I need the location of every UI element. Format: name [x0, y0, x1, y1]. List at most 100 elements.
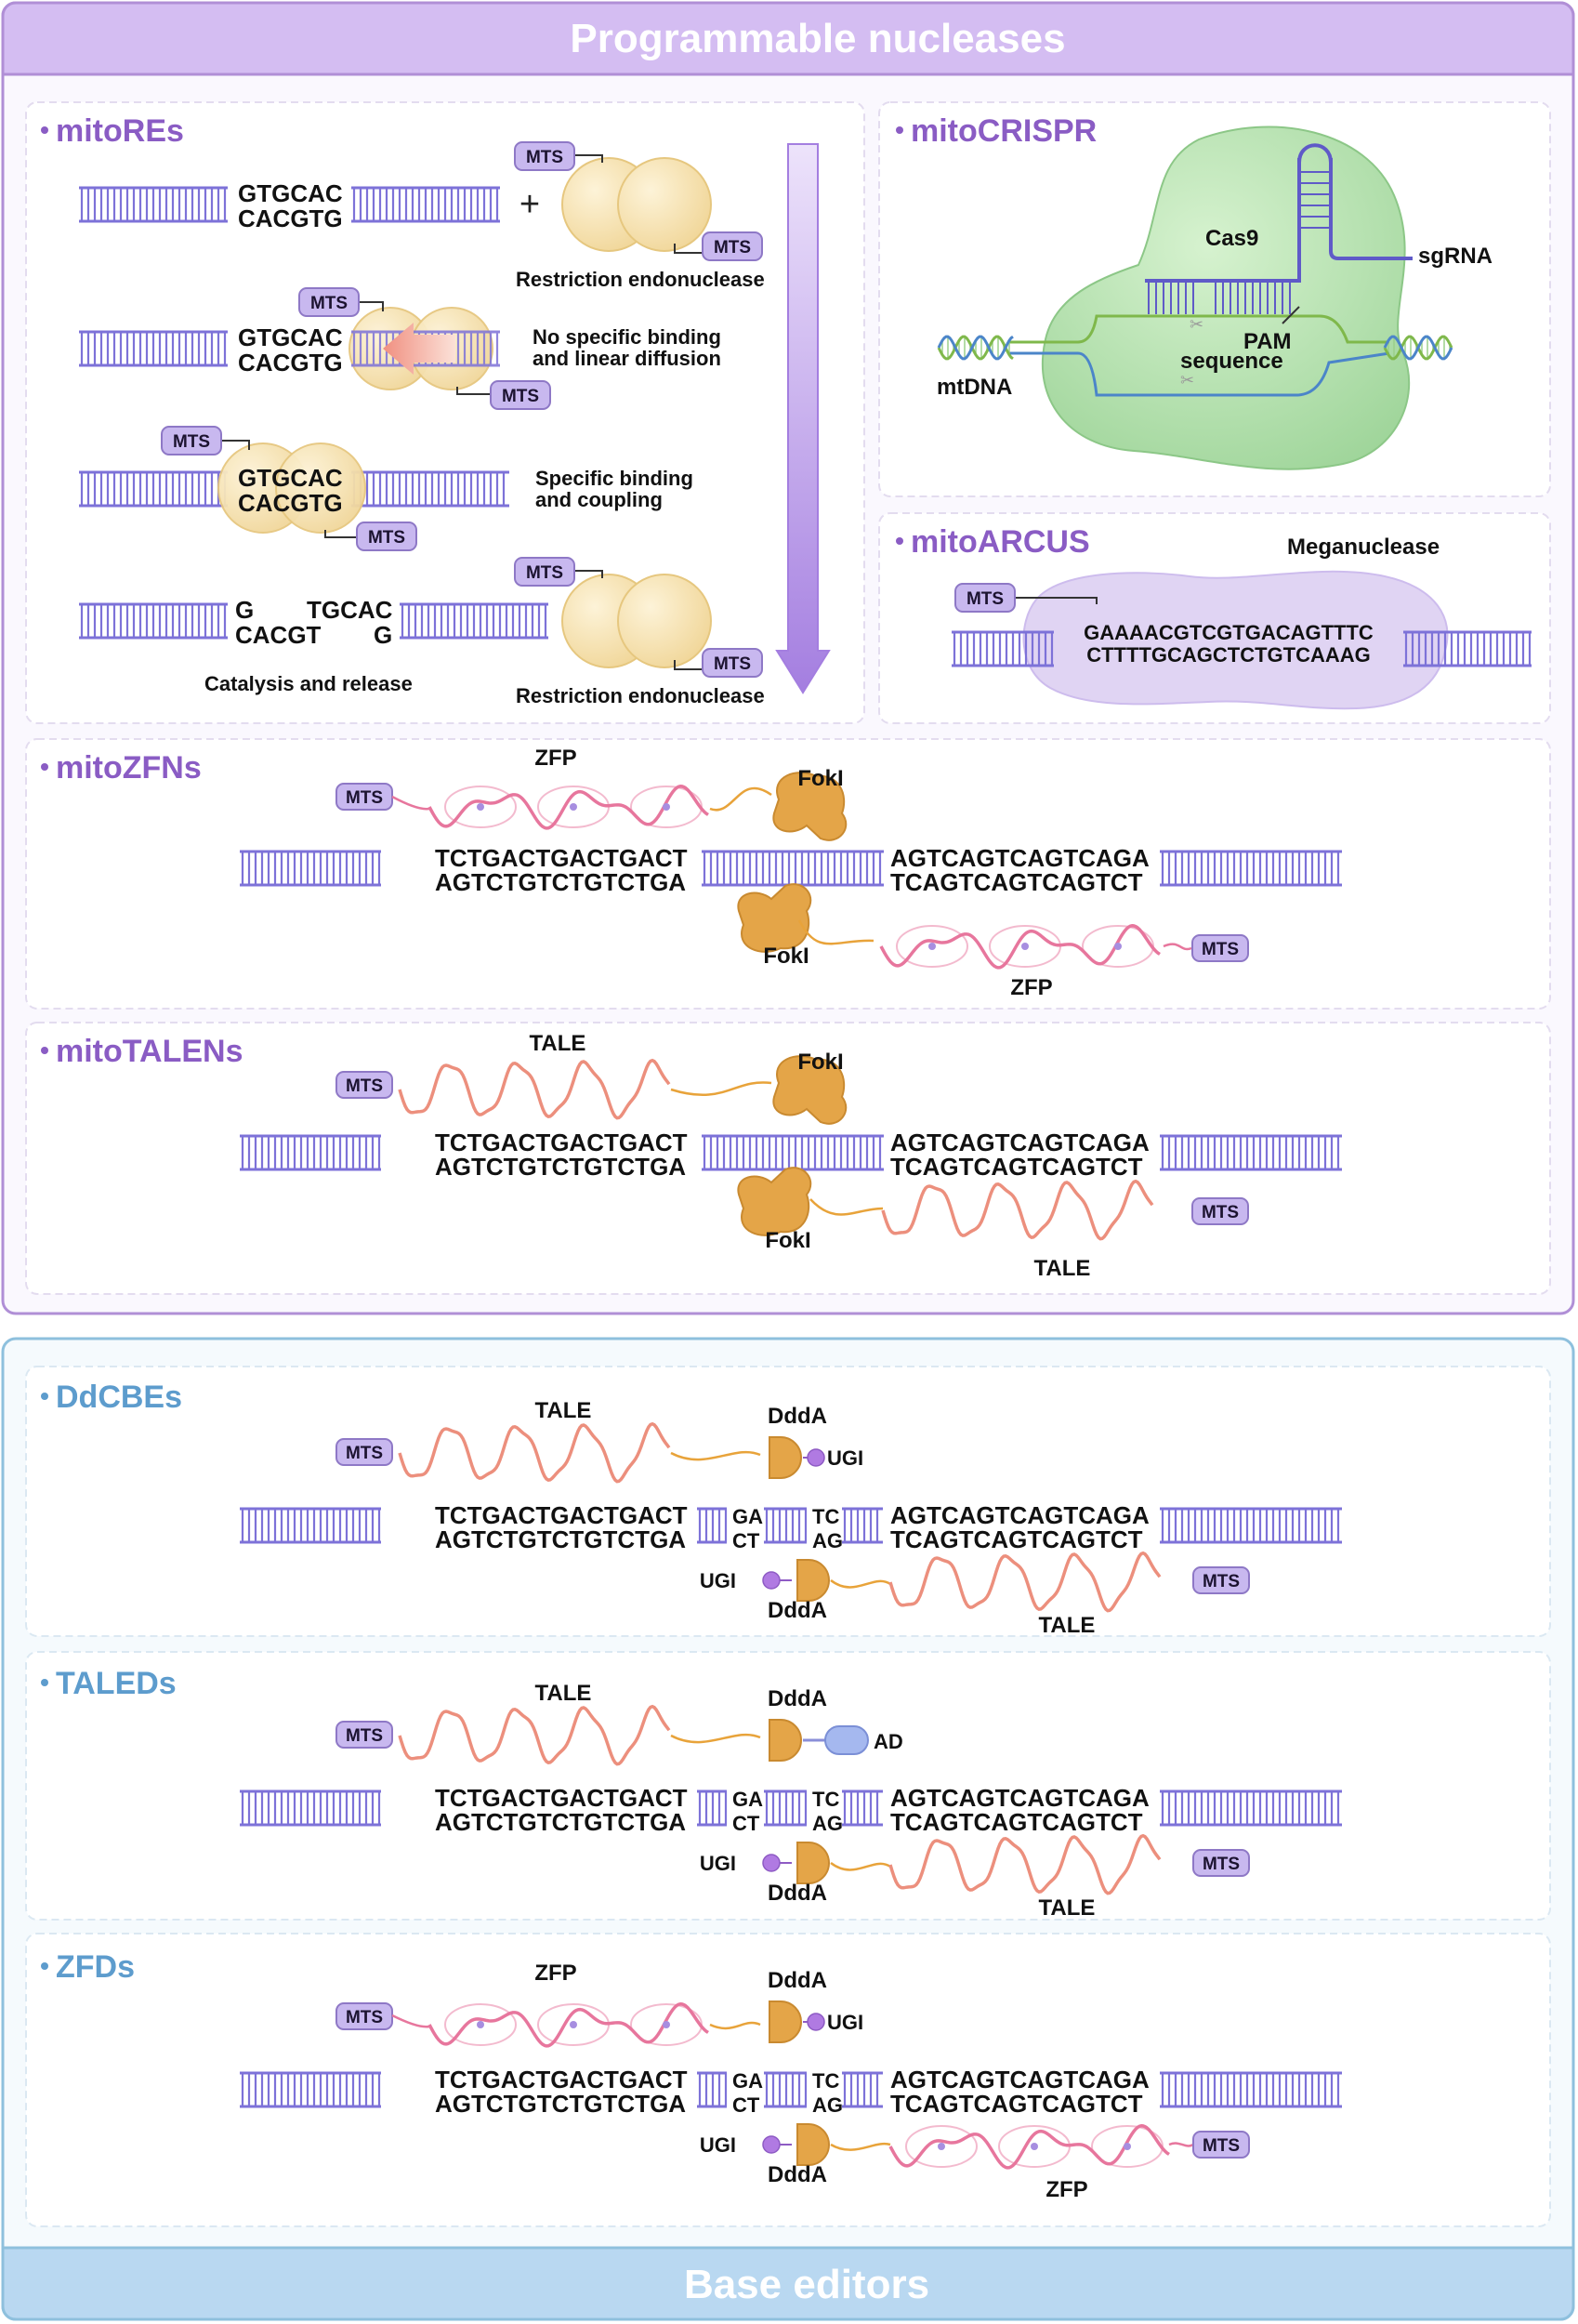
ddcbes-title: DdCBEs [56, 1380, 182, 1415]
tale-label-bottom: TALE [1039, 1613, 1096, 1638]
ddda-shape [769, 1436, 802, 1479]
sgrna-target-rungs [1148, 281, 1291, 314]
sgrna-hairpin [1297, 143, 1333, 164]
mitozfns-title: mitoZFNs [56, 750, 202, 786]
diffusion-arrow [383, 323, 455, 375]
zinc-ion [663, 803, 670, 811]
dna-ladder [79, 186, 228, 223]
mtdna-label: mtDNA [937, 375, 1012, 400]
meganuclease-blob [1022, 570, 1449, 710]
ugi-domain [762, 2135, 781, 2154]
foki-shape [737, 1167, 812, 1236]
svg-text:MTS: MTS [502, 387, 539, 406]
protein-linker [709, 786, 772, 812]
spacer-ga: GA [732, 1505, 763, 1528]
foki-label-bottom: FokI [763, 944, 809, 969]
zfp-label-bottom: ZFP [1010, 975, 1052, 1000]
dna-strand [79, 186, 228, 223]
dna-ladder [1403, 630, 1532, 667]
mitores-step4: G TGCAC CACGT G MTS MTS Catalysis and re… [79, 557, 765, 707]
helix-strand [937, 335, 1014, 361]
mts-tag-label: MTS [1203, 1855, 1240, 1874]
mts-tag: MTS [298, 287, 360, 317]
protein-linker [391, 795, 430, 811]
meganuclease-label: Meganuclease [1287, 535, 1440, 560]
right-seq-bottom: TCAGTCAGTCAGTCT [890, 1525, 1143, 1553]
foki-shape [772, 772, 848, 841]
ddda-shape [796, 2123, 830, 2166]
dna-ladder [351, 186, 500, 223]
zinc-ion [1031, 2143, 1038, 2150]
zinc-ion [1021, 943, 1029, 950]
spacer-tc: TC [812, 1788, 839, 1811]
tale-chain [398, 1421, 671, 1484]
mtdna-bottom-strand [1008, 351, 1390, 397]
cut-top-right: TGCAC [307, 596, 393, 624]
arcus-seq-bottom: CTTTTGCAGCTCTGTCAAAG [1086, 643, 1371, 667]
base-editors-footer-bar [1, 2246, 1575, 2321]
svg-text:MTS: MTS [714, 238, 751, 257]
zfp-chain [427, 785, 709, 830]
protein-linker [797, 919, 874, 945]
ddda-domain [796, 1842, 830, 1884]
taleds-title: TALEDs [56, 1666, 177, 1701]
nucleases-header-title: Programmable nucleases [570, 16, 1065, 61]
zfp-chain [427, 2002, 709, 2048]
mts-tag-label: MTS [1203, 1572, 1240, 1591]
foki-label-top: FokI [797, 1050, 843, 1075]
left-seq-top: TCTGACTGACTGACT [435, 1501, 688, 1529]
zinc-finger-coil [1091, 2125, 1164, 2168]
dna-ladder [400, 602, 548, 640]
mts-tag-box [1192, 1566, 1250, 1594]
svg-text:MTS: MTS [714, 654, 751, 674]
tale-domain [398, 1704, 671, 1766]
spacer-ag: AG [812, 1812, 843, 1835]
cut-top-left: G [235, 596, 254, 624]
svg-text:MTS: MTS [526, 563, 563, 583]
dna-ladder [1160, 1134, 1342, 1171]
zinc-ion [1114, 943, 1122, 950]
ad-label: AD [874, 1730, 903, 1753]
restriction-enzyme-right-sphere [617, 574, 712, 668]
zfp-domain [427, 2002, 709, 2048]
dna-ladder [697, 2071, 728, 2108]
left-seq-top: TCTGACTGACTGACT [435, 844, 688, 872]
foki-domain [737, 1167, 812, 1236]
zfp-domain [879, 924, 1161, 970]
mtdna-helix-right [1383, 335, 1453, 361]
helix-strand [937, 335, 1014, 361]
mts-linker [359, 301, 384, 311]
dna-ladder [1160, 1789, 1342, 1827]
mts-tag-box [1191, 934, 1249, 962]
protein-linker [670, 1733, 761, 1744]
mts-tag-label: MTS [1202, 940, 1239, 959]
mitozfns-construct: TCTGACTGACTGACTAGTCTGTCTGTCTGAAGTCAGTCAG… [240, 746, 1342, 1000]
right-seq-bottom: TCAGTCAGTCAGTCT [890, 868, 1143, 896]
zfp-chain [888, 2124, 1170, 2170]
mts-tag: MTS [702, 231, 763, 261]
sgrna-strand [1145, 158, 1413, 283]
plus-sign: + [519, 185, 540, 224]
zinc-ion [477, 803, 484, 811]
mitores-step1: GTGCAC CACGTG + MTS MTS Restriction endo… [79, 141, 765, 291]
zinc-finger-coil [905, 2125, 978, 2168]
tale-chain [398, 1704, 671, 1766]
left-seq-bottom: AGTCTGTCTGTCTGA [435, 868, 686, 896]
zinc-ion [570, 2021, 577, 2028]
zinc-ion [570, 803, 577, 811]
mts-tag-label: MTS [346, 1726, 383, 1746]
zinc-ion [663, 2021, 670, 2028]
protein-linker [391, 2014, 430, 2028]
dna-strand [351, 186, 500, 223]
tale-domain [888, 1833, 1162, 1895]
mitocrispr-title: mitoCRISPR [911, 113, 1097, 149]
mitores-step2: GTGCAC CACGTG MTS MTS No specific bindin… [79, 287, 721, 410]
mitores-process-arrow [775, 143, 831, 694]
foki-domain [772, 1055, 848, 1125]
zinc-finger-coil [1082, 925, 1154, 968]
protein-linker [670, 1450, 761, 1461]
dna-strand [79, 330, 228, 367]
protein-linker [709, 2021, 761, 2030]
foki-domain [737, 883, 812, 953]
pam-label-line2: sequence [1180, 349, 1283, 374]
